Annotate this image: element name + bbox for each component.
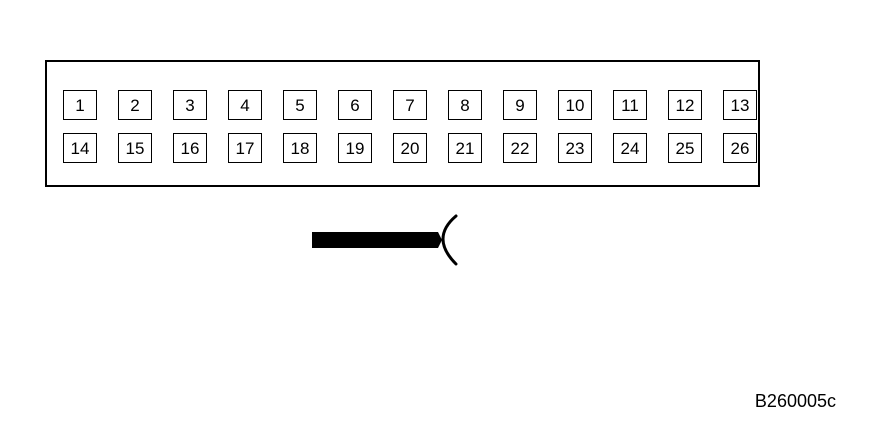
pin-22: 22: [503, 133, 537, 163]
pin-2: 2: [118, 90, 152, 120]
pin-12: 12: [668, 90, 702, 120]
connector-latch-icon: [441, 214, 458, 266]
pin-7: 7: [393, 90, 427, 120]
pin-24: 24: [613, 133, 647, 163]
pin-13: 13: [723, 90, 757, 120]
pin-23: 23: [558, 133, 592, 163]
pin-25: 25: [668, 133, 702, 163]
pin-3: 3: [173, 90, 207, 120]
pin-26: 26: [723, 133, 757, 163]
pin-21: 21: [448, 133, 482, 163]
pin-20: 20: [393, 133, 427, 163]
pin-row-bottom: 14 15 16 17 18 19 20 21 22 23 24 25 26: [63, 133, 757, 163]
pin-11: 11: [613, 90, 647, 120]
pin-15: 15: [118, 133, 152, 163]
wire-lead: [312, 232, 438, 248]
pin-16: 16: [173, 133, 207, 163]
pin-5: 5: [283, 90, 317, 120]
pin-17: 17: [228, 133, 262, 163]
pin-8: 8: [448, 90, 482, 120]
pin-9: 9: [503, 90, 537, 120]
pin-6: 6: [338, 90, 372, 120]
pin-18: 18: [283, 133, 317, 163]
figure-code: B260005c: [754, 391, 836, 411]
pin-4: 4: [228, 90, 262, 120]
pin-10: 10: [558, 90, 592, 120]
pin-14: 14: [63, 133, 97, 163]
wire-harness-icon: [312, 214, 458, 266]
wire-joint: [438, 232, 442, 248]
pin-1: 1: [63, 90, 97, 120]
pin-19: 19: [338, 133, 372, 163]
